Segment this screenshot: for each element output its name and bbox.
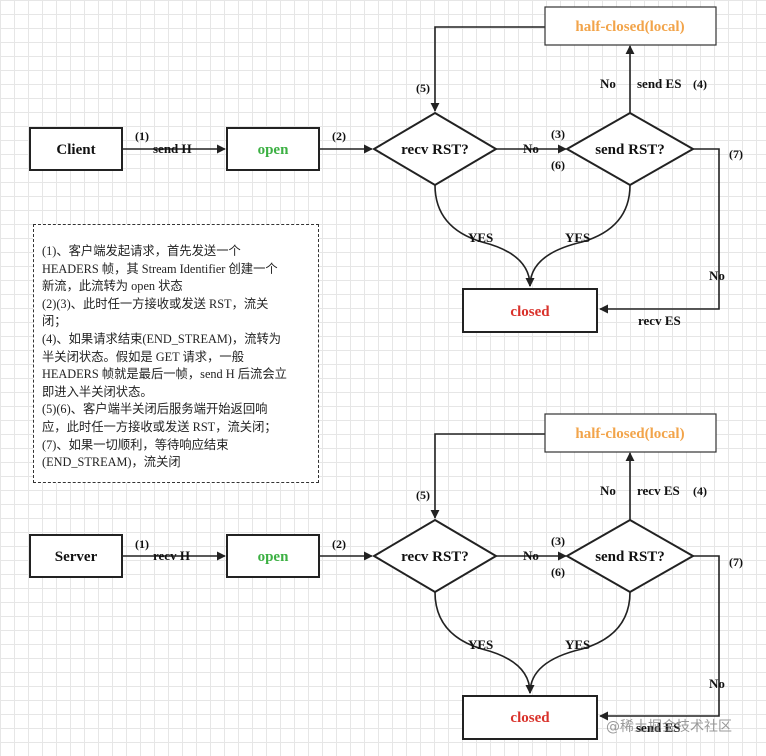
step-7-label: (7) (729, 555, 743, 569)
half-closed-label: half-closed(local) (575, 426, 684, 442)
recv-es-label: recv ES (637, 483, 680, 498)
open-label: open (258, 142, 290, 158)
note-line: (5)(6)、客户端半关闭后服务端开始返回响 (42, 402, 268, 417)
send-rst-decision (564, 518, 696, 594)
edge-send-rst-closed-recv-es (599, 148, 720, 314)
step-1-label: (1) (135, 129, 149, 143)
step-2-label: (2) (332, 129, 346, 143)
step-6-label: (6) (551, 158, 565, 172)
edge-send-rst-closed (525, 591, 631, 694)
send-rst-label: send RST? (595, 142, 665, 158)
note-line: (4)、如果请求结束(END_STREAM)，流转为 (42, 331, 282, 346)
no-label-mid: No (523, 141, 539, 156)
half-closed-node (544, 6, 717, 46)
edge-send-rst-closed (525, 184, 631, 287)
top-flow: Client open recv RST? send RST? half-clo… (29, 6, 743, 333)
send-es-label: send ES (637, 76, 681, 91)
note-line: (2)(3)、此时任一方接收或发送 RST，流关 (42, 296, 269, 311)
note-line: 闭； (42, 314, 67, 329)
client-label: Client (56, 142, 95, 158)
note-line: (END_STREAM)，流关闭 (42, 455, 181, 470)
note-line: 新流，此流转为 open 状态 (42, 279, 183, 294)
step-3-label: (3) (551, 127, 565, 141)
yes-label-right: YES (565, 230, 590, 245)
note-line: 半关闭状态。假如是 GET 请求，一般 (42, 349, 244, 364)
send-rst-label: send RST? (595, 549, 665, 565)
edge-recv-rst-closed (434, 591, 535, 694)
edge-send-rst-closed-send-es (599, 555, 720, 721)
recv-rst-decision (372, 518, 498, 594)
step-5-label: (5) (416, 81, 430, 95)
recv-h-label: recv H (153, 548, 190, 563)
step-1-label: (1) (135, 537, 149, 551)
yes-label-left: YES (468, 230, 493, 245)
no-label-mid: No (523, 548, 539, 563)
step-4-label: (4) (693, 77, 707, 91)
server-node (29, 534, 123, 578)
bottom-flow: Server open recv RST? send RST? half-clo… (29, 413, 743, 740)
recv-rst-label: recv RST? (401, 549, 469, 565)
closed-node (462, 288, 598, 333)
open-node (226, 127, 320, 171)
open-label: open (258, 549, 290, 565)
recv-rst-label: recv RST? (401, 142, 469, 158)
half-closed-label: half-closed(local) (575, 19, 684, 35)
note-line: (1)、客户端发起请求，首先发送一个 (42, 244, 241, 258)
send-h-label: send H (153, 141, 192, 156)
edge-half-closed-recv-rst (430, 433, 545, 519)
watermark: @稀土掘金技术社区 (606, 719, 732, 735)
recv-es-label: recv ES (638, 313, 681, 328)
note-line: (7)、如果一切顺利，等待响应结束 (42, 437, 229, 452)
step-4-label: (4) (693, 484, 707, 498)
no-label-up: No (600, 483, 616, 498)
send-es-label: send ES (636, 720, 680, 735)
notes-box: (1)、客户端发起请求，首先发送一个 HEADERS 帧，其 Stream Id… (33, 224, 319, 483)
no-label-right: No (709, 676, 725, 691)
yes-label-left: YES (468, 637, 493, 652)
note-line: 应，此时任一方接收或发送 RST，流关闭； (42, 419, 277, 434)
send-rst-decision (564, 111, 696, 187)
yes-label-right: YES (565, 637, 590, 652)
client-node (29, 127, 123, 171)
step-7-label: (7) (729, 147, 743, 161)
step-5-label: (5) (416, 488, 430, 502)
note-line: HEADERS 帧就是最后一帧，send H 后流会立 (42, 367, 287, 382)
closed-label: closed (510, 304, 550, 320)
note-line: 即进入半关闭状态。 (42, 384, 153, 399)
note-line: HEADERS 帧，其 Stream Identifier 创建一个 (42, 261, 278, 276)
recv-rst-decision (372, 111, 498, 187)
server-label: Server (55, 549, 98, 565)
half-closed-node (544, 413, 717, 453)
edge-recv-rst-closed (434, 184, 535, 287)
open-node (226, 534, 320, 578)
step-6-label: (6) (551, 565, 565, 579)
closed-node (462, 695, 598, 740)
step-3-label: (3) (551, 534, 565, 548)
no-label-up: No (600, 76, 616, 91)
no-label-right: No (709, 268, 725, 283)
closed-label: closed (510, 710, 550, 726)
step-2-label: (2) (332, 537, 346, 551)
edge-half-closed-recv-rst (430, 26, 545, 112)
